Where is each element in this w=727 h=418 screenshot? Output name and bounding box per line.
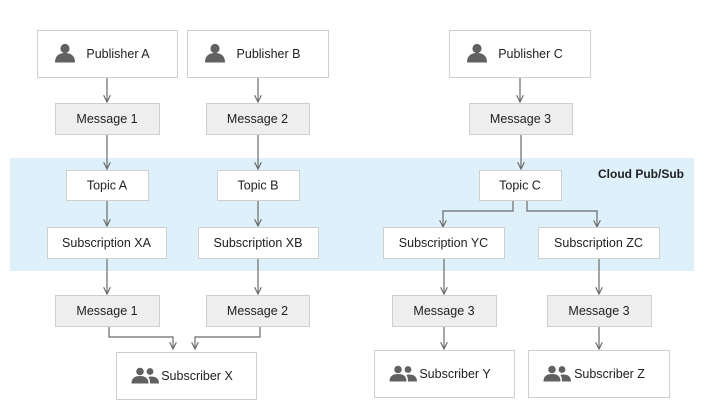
- edge-msg-out-2-to-subr-x: [195, 326, 261, 349]
- node-box: [47, 227, 167, 259]
- node-label: Message 2: [227, 112, 288, 126]
- node-label: Subscription XB: [214, 236, 303, 250]
- node-sub-xb: Subscription XB: [198, 227, 319, 259]
- node-topic-c: Topic C: [479, 170, 562, 201]
- edge-topic-c-to-sub-yc: [443, 200, 514, 227]
- node-label: Publisher B: [237, 47, 301, 61]
- edge-topic-c-to-sub-zc: [526, 200, 597, 227]
- node-box: [116, 352, 257, 400]
- node-label: Subscriber Y: [419, 367, 491, 381]
- node-label: Message 3: [413, 304, 474, 318]
- node-box: [469, 103, 573, 135]
- node-label: Topic A: [87, 179, 128, 193]
- node-box: [55, 103, 160, 135]
- node-topic-b: Topic B: [217, 170, 300, 201]
- node-pub-a: Publisher A: [37, 30, 178, 78]
- node-msg-out-2: Message 2: [206, 295, 310, 327]
- node-label: Subscription ZC: [554, 236, 643, 250]
- node-pub-c: Publisher C: [449, 30, 591, 78]
- node-sub-xa: Subscription XA: [47, 227, 167, 259]
- node-box: [538, 227, 660, 259]
- node-pub-b: Publisher B: [187, 30, 329, 78]
- node-msg-out-3y: Message 3: [392, 295, 497, 327]
- node-msg-in-2: Message 2: [206, 103, 310, 135]
- node-sub-zc: Subscription ZC: [538, 227, 660, 259]
- node-label: Publisher C: [498, 47, 563, 61]
- node-topic-a: Topic A: [66, 170, 149, 201]
- node-sub-yc: Subscription YC: [383, 227, 505, 259]
- node-box: [383, 227, 505, 259]
- node-box: [547, 295, 652, 327]
- node-msg-in-1: Message 1: [55, 103, 160, 135]
- node-box: [206, 295, 310, 327]
- node-box: [198, 227, 319, 259]
- node-box: [206, 103, 310, 135]
- region-label: Cloud Pub/Sub: [598, 167, 684, 181]
- node-label: Subscription XA: [62, 236, 152, 250]
- node-label: Topic C: [499, 179, 541, 193]
- node-subr-y: Subscriber Y: [374, 350, 515, 398]
- node-label: Subscription YC: [399, 236, 488, 250]
- node-label: Message 2: [227, 304, 288, 318]
- node-label: Subscriber Z: [574, 367, 645, 381]
- node-label: Message 1: [76, 112, 137, 126]
- node-box: [374, 350, 515, 398]
- node-box: [479, 170, 562, 201]
- edges: [107, 77, 599, 349]
- node-box: [392, 295, 497, 327]
- node-box: [55, 295, 160, 327]
- node-label: Publisher A: [86, 47, 150, 61]
- nodes: Publisher A Publisher B Publisher C Message…: [37, 30, 670, 400]
- node-box: [217, 170, 300, 201]
- node-label: Topic B: [238, 179, 279, 193]
- node-subr-z: Subscriber Z: [528, 350, 670, 398]
- node-label: Message 3: [490, 112, 551, 126]
- node-msg-out-1: Message 1: [55, 295, 160, 327]
- node-subr-x: Subscriber X: [116, 352, 257, 400]
- node-label: Message 3: [568, 304, 629, 318]
- node-label: Message 1: [76, 304, 137, 318]
- node-box: [66, 170, 149, 201]
- node-msg-in-3: Message 3: [469, 103, 573, 135]
- edge-msg-out-1-to-subr-x: [108, 326, 173, 349]
- node-label: Subscriber X: [161, 369, 233, 383]
- node-msg-out-3z: Message 3: [547, 295, 652, 327]
